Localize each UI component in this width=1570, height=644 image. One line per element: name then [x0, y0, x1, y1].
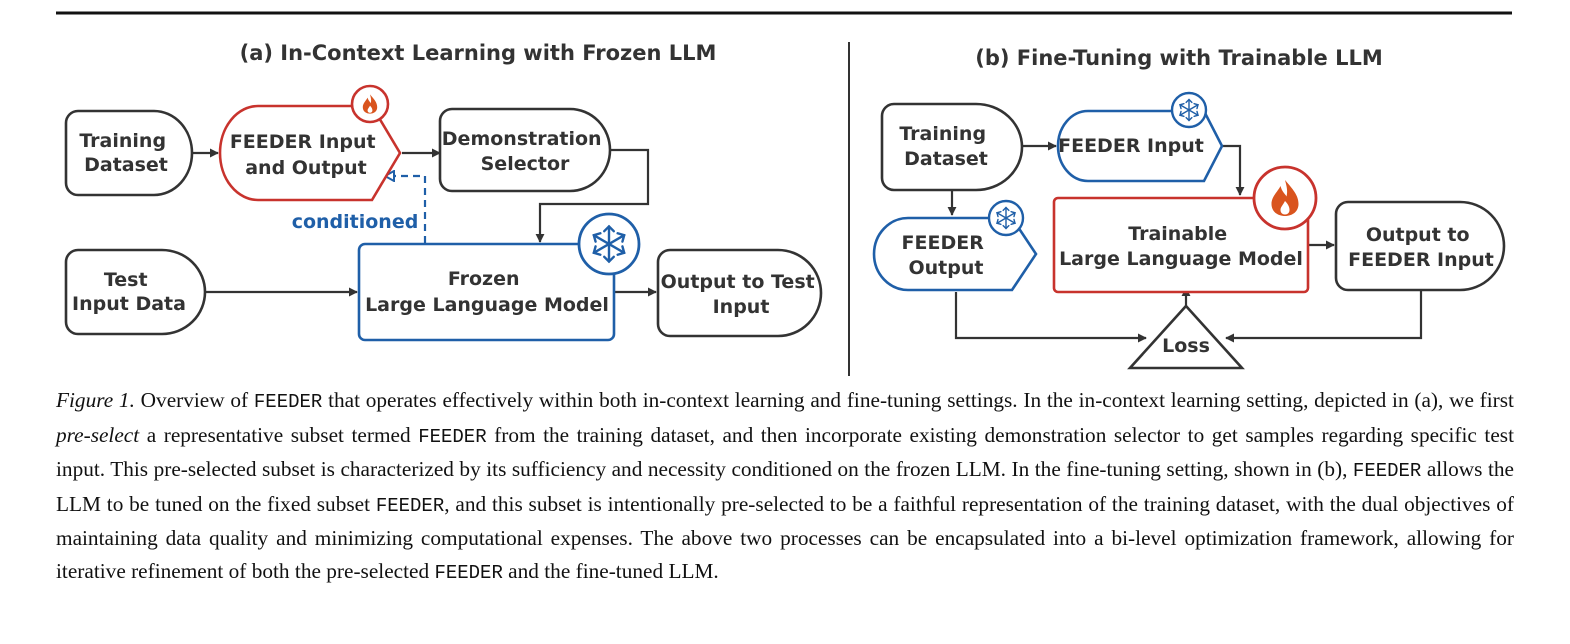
svg-text:FEEDER Input and Output: FEEDER Input and Output: [230, 131, 382, 179]
node-loss: Loss: [1127, 304, 1245, 370]
test-input-line1: Test: [104, 269, 148, 291]
node-feeder-input: FEEDER Input: [1056, 109, 1224, 183]
svg-text:Frozen Large Language Mo: Frozen Large Language Model: [365, 268, 609, 316]
svg-text:Training Dataset: Training Dataset: [899, 123, 992, 170]
training-dataset-b-line2: Dataset: [904, 148, 988, 170]
feeder-io-line1: FEEDER Input: [230, 131, 376, 153]
trainable-llm-line1: Trainable: [1128, 223, 1227, 245]
frozen-llm-line1: Frozen: [448, 268, 520, 290]
caption-feeder-5: FEEDER: [434, 561, 503, 584]
edge-conditioned: [385, 176, 427, 243]
feeder-io-line2: and Output: [245, 157, 367, 179]
node-training-dataset-b: Training Dataset: [880, 102, 1024, 192]
panel-a-title: (a) In-Context Learning with Frozen LLM: [240, 41, 717, 65]
test-input-line2: Input Data: [72, 293, 186, 315]
conditioned-label: conditioned: [292, 211, 419, 233]
svg-text:Trainable Large Language: Trainable Large Language Model: [1059, 223, 1303, 270]
snowflake-icon: [577, 212, 641, 276]
node-feeder-output: FEEDER Output: [872, 216, 1038, 292]
caption-text-6: , and this subset is intentionally pre-s…: [56, 491, 1514, 583]
node-frozen-llm: Frozen Large Language Model: [357, 242, 616, 342]
training-dataset-b-line1: Training: [899, 123, 986, 145]
caption-text-5: allows the LLM to be tuned on the fixed …: [56, 457, 1514, 516]
figure-diagram: (a) In-Context Learning with Frozen LLM …: [56, 11, 1512, 376]
node-output-to-feeder-input: Output to FEEDER Input: [1334, 200, 1506, 292]
caption-text-7: and the fine-tuned LLM.: [502, 558, 719, 583]
panel-b-title: (b) Fine-Tuning with Trainable LLM: [975, 46, 1383, 70]
snowflake-icon: [1170, 91, 1208, 129]
caption-text-2: that operates effectively within both in…: [322, 388, 1514, 412]
training-dataset-a-line2: Dataset: [84, 154, 168, 176]
svg-text:FEEDER Output: FEEDER Output: [902, 232, 991, 279]
node-demonstration-selector: Demonstration Selector: [438, 107, 612, 193]
svg-text:FEEDER Input: FEEDER Input: [1058, 135, 1204, 157]
svg-text:Output to FEEDER Input: Output to FEEDER Input: [1348, 224, 1494, 271]
caption-feeder-2: FEEDER: [418, 425, 487, 448]
output-feeder-line2: FEEDER Input: [1348, 249, 1494, 271]
output-test-line1: Output to Test: [661, 271, 815, 293]
caption-text-3: a representative subset termed: [139, 422, 419, 447]
caption-text-1: Overview of: [134, 388, 254, 412]
svg-text:Demonstration Selector: Demonstration Selector: [442, 128, 608, 175]
caption-feeder-3: FEEDER: [1352, 460, 1422, 483]
caption-emphasis: pre-select: [56, 422, 140, 447]
loss-label: Loss: [1162, 335, 1210, 357]
node-training-dataset-a: Training Dataset: [64, 109, 194, 197]
demo-selector-line1: Demonstration: [442, 128, 602, 150]
caption-feeder-4: FEEDER: [375, 494, 445, 517]
figure-caption: Figure 1. Overview of FEEDER that operat…: [56, 384, 1514, 590]
output-test-line2: Input: [713, 296, 770, 318]
node-feeder-input-output: FEEDER Input and Output: [218, 104, 402, 202]
fire-icon: [1252, 165, 1318, 231]
frozen-llm-line2: Large Language Model: [365, 294, 609, 316]
feeder-output-line1: FEEDER: [902, 232, 985, 254]
edge-b-feeder-output-to-loss: [954, 292, 1147, 343]
fire-icon: [350, 84, 390, 124]
feeder-output-line2: Output: [909, 257, 984, 279]
node-test-input-data: Test Input Data: [64, 248, 207, 336]
svg-text:Output to Test Input: Output to Test Input: [661, 271, 822, 318]
edge-b-feeder-input-to-llm: [1222, 144, 1245, 196]
caption-label: Figure 1.: [56, 388, 135, 412]
edge-b-output-to-loss: [1225, 290, 1423, 343]
training-dataset-a-line1: Training: [79, 130, 166, 152]
node-output-to-test-input: Output to Test Input: [656, 248, 823, 338]
edge-selector-to-llm: [535, 148, 650, 243]
caption-text-4: from the training dataset, and then inco…: [56, 422, 1514, 482]
output-feeder-line1: Output to: [1366, 224, 1470, 246]
feeder-input-line1: FEEDER Input: [1058, 135, 1204, 157]
caption-feeder-1: FEEDER: [253, 391, 323, 413]
trainable-llm-line2: Large Language Model: [1059, 248, 1303, 270]
svg-text:Test Input Data: Test Input Data: [72, 269, 186, 315]
demo-selector-line2: Selector: [481, 153, 570, 175]
snowflake-icon: [987, 199, 1025, 237]
svg-text:Training Dataset: Training Dataset: [79, 130, 172, 176]
node-trainable-llm: Trainable Large Language Model: [1052, 196, 1310, 294]
